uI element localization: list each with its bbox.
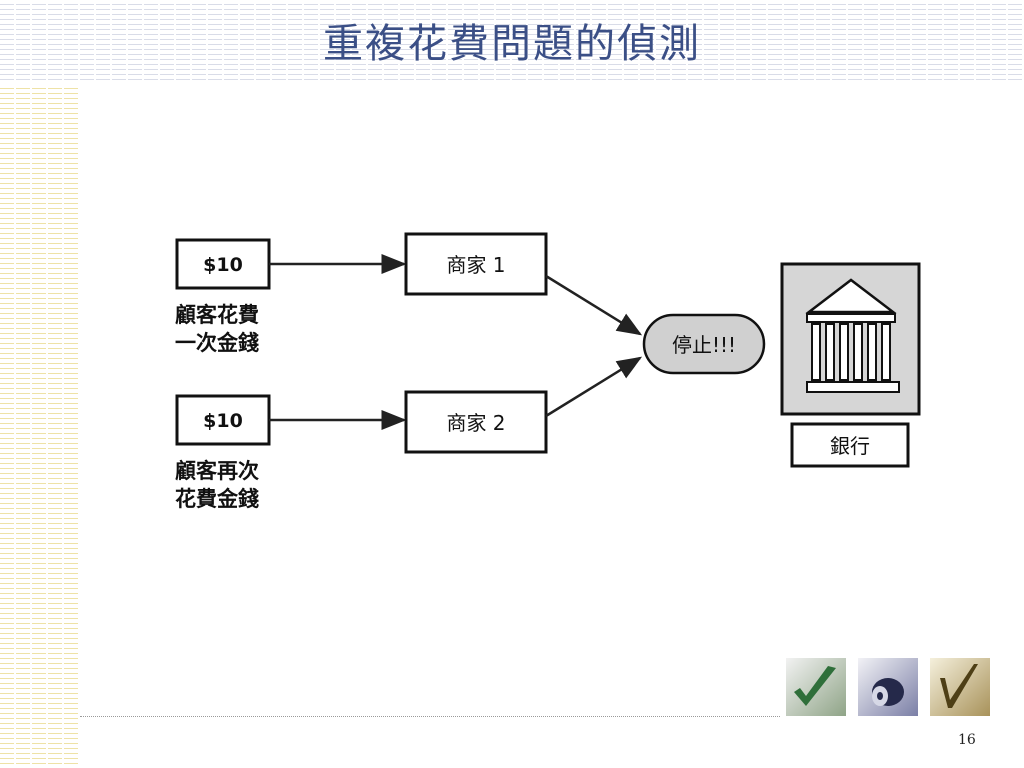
- header-stripe-decoration: [0, 0, 1024, 84]
- slide-title: 重複花費問題的偵測: [323, 21, 701, 67]
- payment-caption-2-line2: 花費金錢: [175, 487, 259, 511]
- page-number: 16: [958, 732, 976, 748]
- bank-building-icon: [780, 262, 921, 416]
- payment-caption-2-line1: 顧客再次: [175, 459, 259, 483]
- payment-amount-1: $10: [203, 254, 243, 276]
- merchant-box-1: [404, 232, 548, 296]
- payment-caption-1-line2: 一次金錢: [175, 331, 259, 355]
- left-stripe-decoration: [0, 84, 78, 768]
- payment-caption-1-line1: 顧客花費: [175, 303, 259, 327]
- merchant-label-1: 商家 1: [446, 253, 505, 277]
- check-mark-green-icon: [786, 658, 846, 716]
- stop-pill: [642, 313, 766, 375]
- arrow-merchant2-to-stop: [545, 356, 643, 418]
- disc-purple-icon: [858, 658, 918, 716]
- check-mark-gold-icon: [930, 658, 990, 716]
- arrow-merchant1-to-stop: [545, 274, 643, 336]
- footer-divider: [80, 716, 780, 717]
- payment-amount-2: $10: [203, 410, 243, 432]
- bank-label: 銀行: [830, 434, 870, 458]
- merchant-label-2: 商家 2: [446, 411, 505, 435]
- bank-label-box: [790, 422, 910, 468]
- payment-box-2: [175, 394, 271, 446]
- merchant-box-2: [404, 390, 548, 454]
- stop-label: 停止!!!: [672, 333, 736, 357]
